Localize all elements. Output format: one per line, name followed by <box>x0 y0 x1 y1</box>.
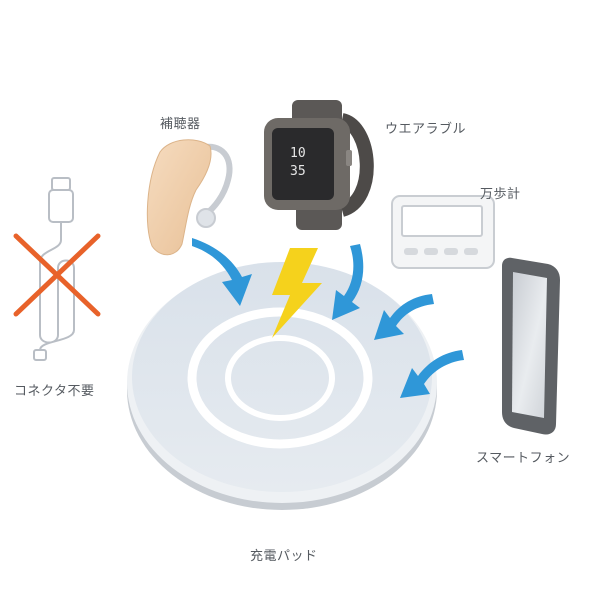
pedometer-icon <box>391 195 495 269</box>
charging-arrow-icon <box>332 244 364 320</box>
no-connector-label: コネクタ不要 <box>14 384 95 399</box>
hearing-aid-label: 補聴器 <box>160 117 201 132</box>
lightning-bolt-icon <box>272 248 322 338</box>
charging-arrow-icon <box>192 238 252 306</box>
watch-hour: 10 <box>290 146 306 161</box>
smartwatch-icon <box>264 100 374 230</box>
cross-mark-icon <box>13 233 101 317</box>
smartphone-label: スマートフォン <box>476 451 571 466</box>
charging-arrow-icon <box>374 294 434 340</box>
hearing-aid-icon <box>146 139 233 256</box>
charging-pad-top <box>132 262 432 492</box>
charging-pad-label: 充電パッド <box>250 549 318 564</box>
pedometer-label: 万歩計 <box>480 187 521 202</box>
wearable-label: ウエアラブル <box>385 122 467 137</box>
charging-arrow-icon <box>400 350 464 398</box>
smartphone-icon <box>502 257 560 435</box>
watch-minute: 35 <box>290 164 306 179</box>
charging-pad-outer-ring <box>187 307 373 449</box>
cable-connector-icon <box>33 177 75 361</box>
charging-pad-inner-ring <box>225 335 335 421</box>
charging-arrows <box>192 238 464 398</box>
charging-pad <box>127 262 437 510</box>
